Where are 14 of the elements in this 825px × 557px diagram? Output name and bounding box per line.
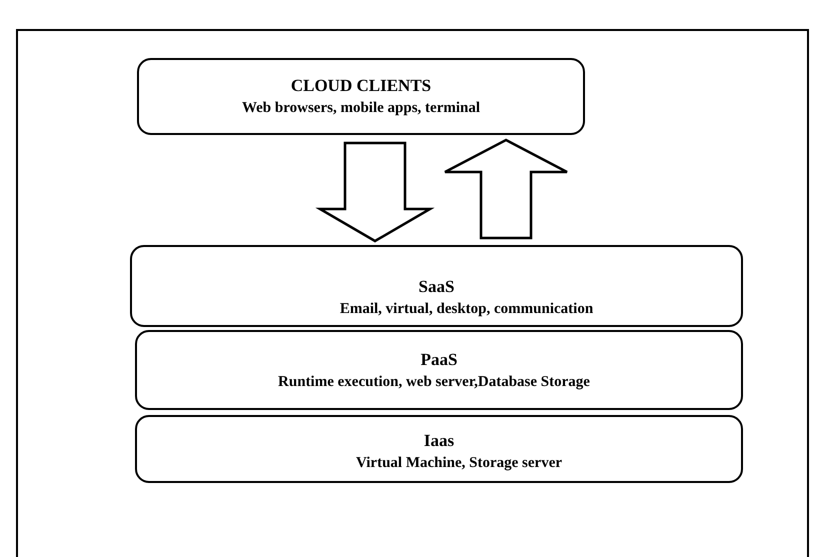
layer-title: SaaS [418,277,456,297]
layer-box [135,415,743,483]
layer-title: CLOUD CLIENTS [290,76,432,96]
block-arrow [444,138,568,240]
layer-title: Iaas [422,431,456,451]
layer-box [130,245,743,327]
layer-description: Runtime execution, web server,Database Storage [277,374,591,391]
layer-title: PaaS [420,350,458,370]
layer-description: Email, virtual, desktop, communication [338,301,594,318]
layer-description: Web browsers, mobile apps, terminal [240,100,482,117]
block-arrow [315,142,435,242]
layer-box [135,330,743,410]
layer-description: Virtual Machine, Storage server [354,455,564,472]
layer-box [137,58,585,135]
